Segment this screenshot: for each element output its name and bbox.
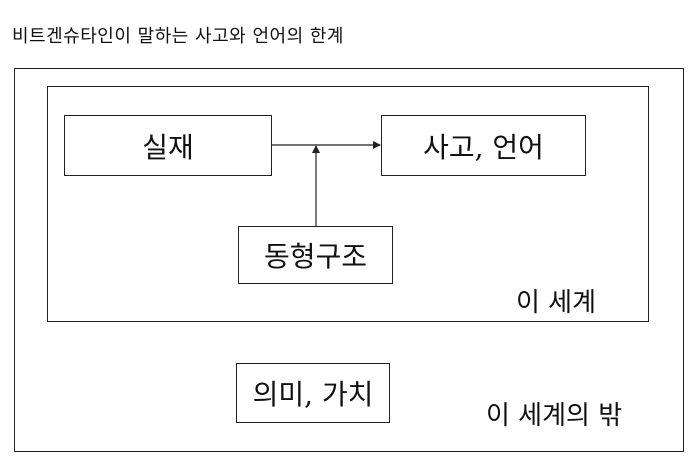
diagram-caption: 비트겐슈타인이 말하는 사고와 언어의 한계 <box>12 26 344 47</box>
reality-box: 실재 <box>64 115 272 176</box>
meaning-value-box: 의미, 가치 <box>236 363 390 423</box>
thought-language-label: 사고, 언어 <box>423 130 544 164</box>
reality-label: 실재 <box>142 130 194 164</box>
isomorphism-box: 동형구조 <box>238 226 393 284</box>
isomorphism-label: 동형구조 <box>263 240 368 273</box>
this-world-label: 이 세계 <box>516 288 597 318</box>
meaning-value-label: 의미, 가치 <box>252 378 374 411</box>
thought-language-box: 사고, 언어 <box>381 115 586 176</box>
outside-world-label: 이 세계의 밖 <box>486 401 623 431</box>
